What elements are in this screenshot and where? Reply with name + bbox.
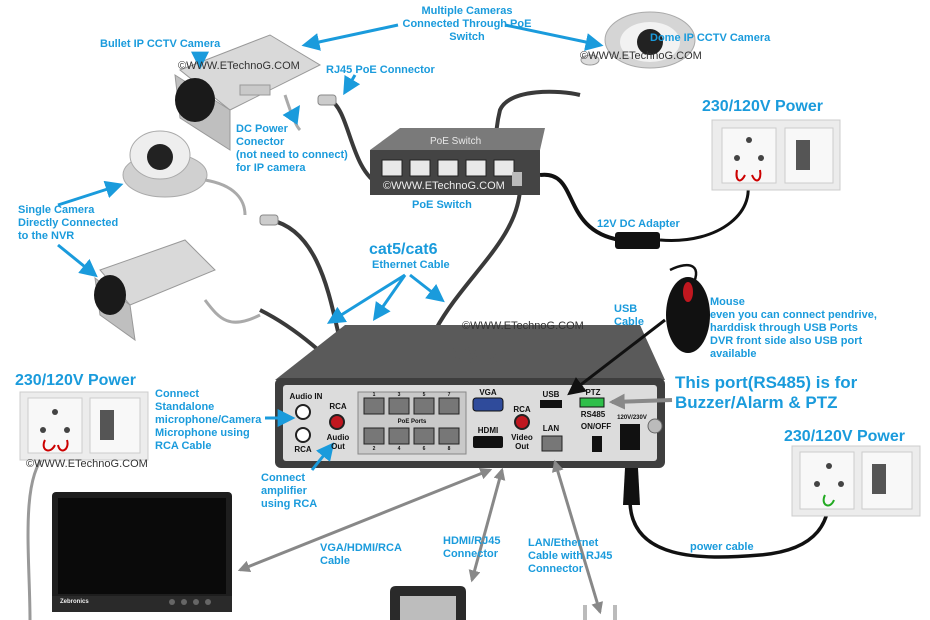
- monitor: [52, 492, 232, 612]
- cable-nvr-power: [628, 489, 832, 559]
- label-dc-adapter: 12V DC Adapter: [597, 218, 680, 230]
- bullet-camera-low: [94, 239, 261, 342]
- dome-camera-single: [122, 130, 279, 226]
- plug-wires-right: [822, 494, 835, 507]
- panel-rs485: RS485: [580, 410, 606, 419]
- cable-adapter-to-switch: [539, 172, 621, 242]
- arrow-single-to-bullet: [57, 243, 98, 278]
- label-hdmi-rj45: HDMI/RJ45 Connector: [443, 535, 501, 560]
- label-power-cable: power cable: [690, 541, 754, 553]
- arrow-multiple-to-bullet: [301, 23, 399, 51]
- label-power-left: 230/120V Power: [15, 372, 136, 389]
- nvr-body: [275, 325, 665, 468]
- arrow-usb: [567, 318, 666, 396]
- label-bullet-camera: Bullet IP CCTV Camera: [100, 38, 221, 50]
- label-rj45-poe: RJ45 PoE Connector: [326, 64, 435, 76]
- nvr-power-plug: [623, 468, 640, 505]
- panel-voltage: 120V/230V: [617, 415, 647, 421]
- watermark: ©WWW.ETechnoG.COM: [383, 180, 505, 192]
- outlet-right: [791, 445, 921, 517]
- label-single-camera: Single Camera Directly Connected to the …: [18, 204, 119, 242]
- arrow-amp: [310, 442, 335, 471]
- nvr-title: NVR: [447, 342, 498, 369]
- port-number: 1: [372, 392, 376, 398]
- port-number: 6: [422, 446, 426, 452]
- label-mic: Connect Standalone microphone/Camera Mic…: [155, 388, 262, 452]
- arrow-hdmi: [468, 467, 506, 583]
- arrow-cat-left: [326, 273, 406, 324]
- port-number: 7: [447, 392, 451, 398]
- label-poe-switch: PoE Switch: [412, 199, 472, 211]
- outlet-top: [711, 119, 841, 191]
- watermark: ©WWW.ETechnoG.COM: [462, 320, 584, 332]
- dc-adapter-box: [615, 232, 660, 249]
- arrow-rj45: [343, 74, 361, 96]
- port-number: 5: [422, 392, 426, 398]
- cable-left-outlet: [26, 453, 47, 620]
- watermark: ©WWW.ETechnoG.COM: [178, 60, 300, 72]
- panel-lan: LAN: [542, 424, 560, 433]
- outlet-left: [19, 391, 149, 461]
- arrow-single-to-dome: [57, 180, 124, 207]
- label-rs485: This port(RS485) is for Buzzer/Alarm & P…: [675, 373, 858, 412]
- label-vga-cable: VGA/HDMI/RCA Cable: [320, 542, 402, 567]
- label-power-top: 230/120V Power: [702, 98, 823, 115]
- watermark: ©WWW.ETechnoG.COM: [580, 50, 702, 62]
- arrow-cat-right: [409, 273, 445, 303]
- label-dome-camera: Dome IP CCTV Camera: [650, 32, 771, 44]
- poe-switch: [370, 128, 545, 195]
- plug-wires-top: [735, 169, 762, 182]
- arrow-lan: [552, 459, 603, 615]
- panel-rca-red: RCA: [329, 402, 347, 411]
- label-usb-cable: USB Cable: [614, 303, 644, 328]
- panel-onoff: ON/OFF: [580, 422, 612, 431]
- label-mouse: Mouse even you can connect pendrive, har…: [710, 296, 877, 360]
- switch-title: PoE Switch: [430, 136, 482, 147]
- watermark: ©WWW.ETechnoG.COM: [26, 458, 148, 470]
- label-lan-cable: LAN/Ethernet Cable with RJ45 Connector: [528, 537, 613, 575]
- bullet-camera-top: [174, 34, 337, 151]
- panel-audio-out: Audio Out: [326, 433, 350, 451]
- label-amplifier: Connect amplifier using RCA: [261, 472, 318, 510]
- port-number: 8: [447, 446, 451, 452]
- label-power-right: 230/120V Power: [784, 428, 905, 445]
- dome-camera-top: [580, 11, 696, 69]
- panel-usb: USB: [542, 390, 560, 399]
- arrow-vga: [237, 467, 493, 573]
- arrow-rs485: [608, 393, 673, 410]
- label-dc-power: DC Power Conector (not need to connect) …: [236, 123, 348, 174]
- arrow-cat-mid: [372, 274, 407, 321]
- panel-vga: VGA: [479, 388, 497, 397]
- label-multiple-cameras: Multiple Cameras Connected Through PoE S…: [402, 5, 532, 43]
- port-number: 3: [397, 392, 401, 398]
- monitor-brand: Zebronics: [60, 599, 89, 605]
- port-number: 2: [372, 446, 376, 452]
- panel-rca-video: RCA: [513, 405, 531, 414]
- panel-rca-left: RCA: [294, 445, 312, 454]
- label-cat5: cat5/cat6: [369, 241, 438, 258]
- panel-ptz: PTZ: [585, 388, 601, 397]
- arrow-dc-power: [282, 105, 300, 125]
- panel-poe-ports: PoE Ports: [397, 419, 427, 425]
- plug-wires-left: [42, 439, 69, 452]
- port-number: 4: [397, 446, 401, 452]
- panel-video-out: Video Out: [511, 433, 533, 451]
- label-ethernet-cable: Ethernet Cable: [372, 259, 450, 271]
- panel-audio-in: Audio IN: [289, 392, 323, 401]
- arrow-multiple-to-dome: [504, 23, 604, 51]
- panel-hdmi: HDMI: [477, 426, 499, 435]
- mouse: [666, 277, 710, 353]
